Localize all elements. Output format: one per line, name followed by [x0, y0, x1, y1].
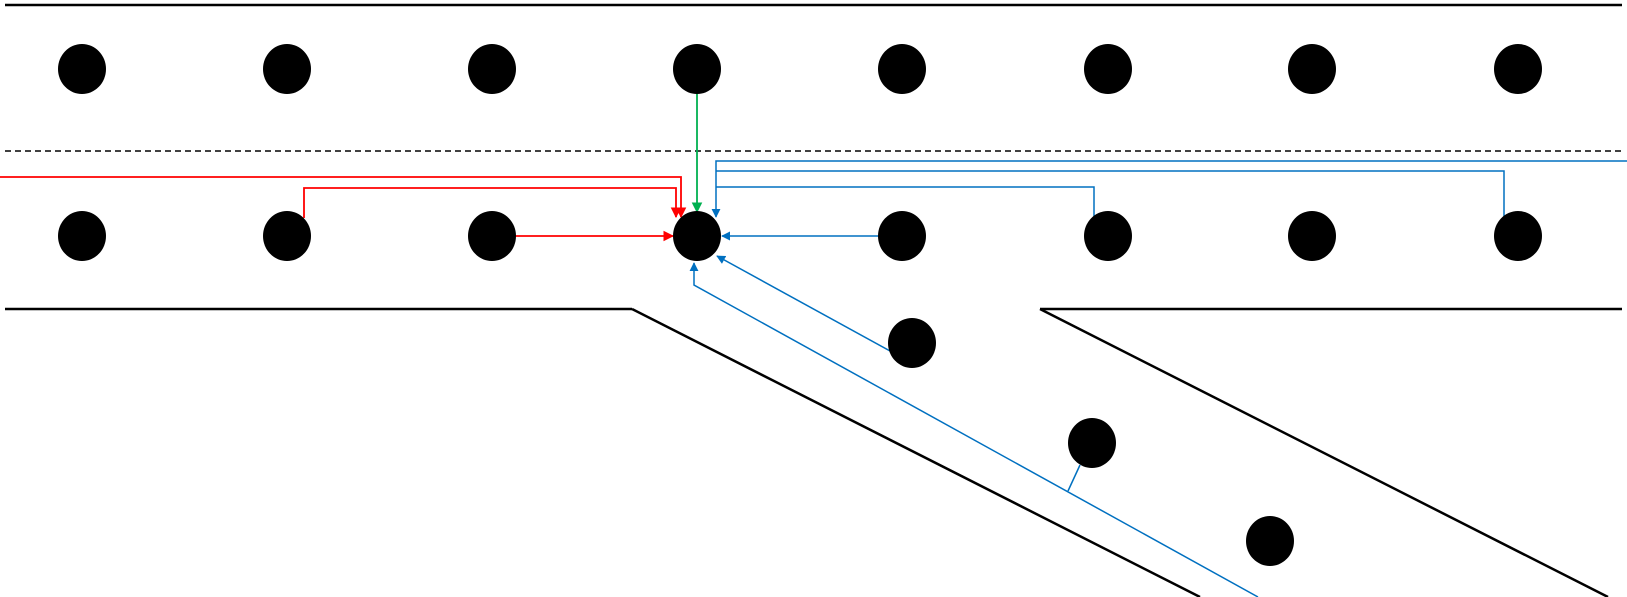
- road-boundaries: [5, 3, 1622, 597]
- vehicle: [263, 211, 311, 261]
- vehicle: [888, 318, 936, 368]
- ramp-vehicles: [888, 318, 1294, 566]
- blue-link-ramp-car-1: [716, 255, 891, 352]
- vehicle: [1084, 211, 1132, 261]
- ramp-edge-left: [631, 307, 1201, 597]
- vehicle: [1288, 211, 1336, 261]
- ramp-edge-right: [1039, 307, 1609, 597]
- red-link-second-car: [303, 187, 682, 219]
- side-and-ramp-links: [689, 160, 1627, 597]
- vehicle: [468, 211, 516, 261]
- blue-link-right-lane-car-6: [716, 186, 1095, 218]
- ego-vehicle: [673, 211, 721, 261]
- blue-link-ramp-far: [689, 262, 1259, 597]
- vehicle: [468, 44, 516, 94]
- vehicle: [58, 211, 106, 261]
- vehicle: [1246, 516, 1294, 566]
- vehicle: [673, 44, 721, 94]
- blue-link-right-lane-car-8: [716, 170, 1505, 218]
- vehicle: [1494, 44, 1542, 94]
- vehicle: [878, 44, 926, 94]
- vehicle: [1068, 418, 1116, 468]
- vehicle: [58, 44, 106, 94]
- vehicle: [263, 44, 311, 94]
- rear-neighbor-links: [0, 176, 687, 242]
- vehicle: [1084, 44, 1132, 94]
- blue-link-ramp-car-2: [1067, 464, 1081, 492]
- red-link-far-left: [0, 176, 687, 219]
- upper-lane-vehicles: [58, 44, 1542, 94]
- lower-lane-vehicles: [58, 211, 1542, 261]
- vehicle: [1494, 211, 1542, 261]
- vehicle: [1288, 44, 1336, 94]
- blue-link-far-right: [711, 160, 1627, 218]
- vehicle: [878, 211, 926, 261]
